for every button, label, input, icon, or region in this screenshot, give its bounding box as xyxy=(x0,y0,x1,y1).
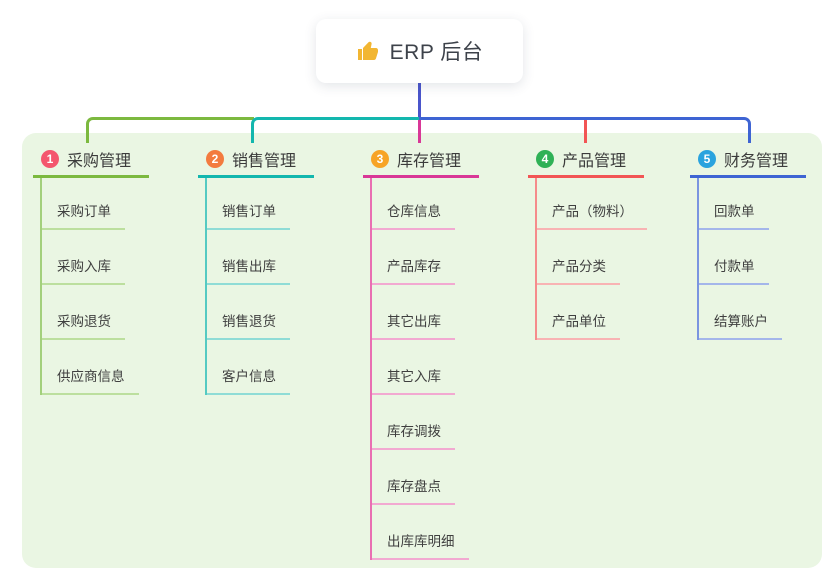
child-label[interactable]: 库存盘点 xyxy=(387,479,441,494)
child-label[interactable]: 结算账户 xyxy=(714,314,768,329)
branch-children: 销售订单 销售出库 销售退货 客户信息 xyxy=(198,178,314,395)
child-label[interactable]: 仓库信息 xyxy=(387,204,441,219)
child-label[interactable]: 采购退货 xyxy=(57,314,111,329)
child-label[interactable]: 销售订单 xyxy=(222,204,276,219)
branch-header-purchase[interactable]: 1 采购管理 xyxy=(33,143,149,178)
child-label[interactable]: 销售出库 xyxy=(222,259,276,274)
thumbs-up-icon xyxy=(357,41,378,60)
branch-header-product[interactable]: 4 产品管理 xyxy=(528,143,644,178)
child-node: 付款单 xyxy=(690,230,806,285)
branch-children: 产品（物料） 产品分类 产品单位 xyxy=(528,178,647,340)
child-node: 销售订单 xyxy=(198,178,314,230)
child-node: 回款单 xyxy=(690,178,806,230)
branch-title: 财务管理 xyxy=(724,153,789,170)
child-node: 其它入库 xyxy=(363,340,479,395)
branch-number-badge: 1 xyxy=(41,150,59,168)
connector-branch-purchase xyxy=(86,117,254,143)
child-label[interactable]: 回款单 xyxy=(714,204,755,219)
child-node: 出库库明细 xyxy=(363,505,479,560)
child-node: 销售出库 xyxy=(198,230,314,285)
connector-root-drop xyxy=(418,83,421,120)
child-label[interactable]: 销售退货 xyxy=(222,314,276,329)
child-node: 客户信息 xyxy=(198,340,314,395)
child-node: 结算账户 xyxy=(690,285,806,340)
connector-branch-product xyxy=(584,120,587,143)
branch-header-sales[interactable]: 2 销售管理 xyxy=(198,143,314,178)
connector-branch-finance xyxy=(419,117,751,143)
child-node: 库存调拨 xyxy=(363,395,479,450)
connector-branch-inventory xyxy=(418,120,421,143)
child-label[interactable]: 采购入库 xyxy=(57,259,111,274)
branch-number-badge: 3 xyxy=(371,150,389,168)
branch-children: 仓库信息 产品库存 其它出库 其它入库 库存调拨 库存盘点 出库库明细 xyxy=(363,178,479,560)
branch-header-inventory[interactable]: 3 库存管理 xyxy=(363,143,479,178)
branch-children: 采购订单 采购入库 采购退货 供应商信息 xyxy=(33,178,149,395)
child-node: 产品（物料） xyxy=(528,178,647,230)
branch-children: 回款单 付款单 结算账户 xyxy=(690,178,806,340)
child-label[interactable]: 产品库存 xyxy=(387,259,441,274)
child-label[interactable]: 库存调拨 xyxy=(387,424,441,439)
child-label[interactable]: 其它入库 xyxy=(387,369,441,384)
child-node: 供应商信息 xyxy=(33,340,149,395)
child-label[interactable]: 产品分类 xyxy=(552,259,606,274)
branch-title: 采购管理 xyxy=(67,153,132,170)
branch-title: 销售管理 xyxy=(232,153,297,170)
branch-sales: 2 销售管理 销售订单 销售出库 销售退货 客户信息 xyxy=(198,143,314,395)
branch-number-badge: 2 xyxy=(206,150,224,168)
child-label[interactable]: 客户信息 xyxy=(222,369,276,384)
child-label[interactable]: 产品单位 xyxy=(552,314,606,329)
root-title: ERP 后台 xyxy=(389,41,484,64)
branch-product: 4 产品管理 产品（物料） 产品分类 产品单位 xyxy=(528,143,647,340)
root-node-erp[interactable]: ERP 后台 xyxy=(316,19,523,83)
child-node: 采购退货 xyxy=(33,285,149,340)
branch-title: 产品管理 xyxy=(562,153,627,170)
child-label[interactable]: 供应商信息 xyxy=(57,369,125,384)
child-node: 采购入库 xyxy=(33,230,149,285)
child-label[interactable]: 付款单 xyxy=(714,259,755,274)
branch-number-badge: 4 xyxy=(536,150,554,168)
child-label[interactable]: 产品（物料） xyxy=(552,204,633,219)
child-label[interactable]: 出库库明细 xyxy=(387,534,455,549)
child-node: 产品单位 xyxy=(528,285,644,340)
child-label[interactable]: 采购订单 xyxy=(57,204,111,219)
child-node: 销售退货 xyxy=(198,285,314,340)
child-node: 产品库存 xyxy=(363,230,479,285)
branch-number-badge: 5 xyxy=(698,150,716,168)
child-node: 其它出库 xyxy=(363,285,479,340)
connector-branch-sales xyxy=(251,117,419,143)
child-node: 产品分类 xyxy=(528,230,644,285)
mindmap-panel xyxy=(22,133,822,568)
child-node: 采购订单 xyxy=(33,178,149,230)
branch-header-finance[interactable]: 5 财务管理 xyxy=(690,143,806,178)
child-node: 库存盘点 xyxy=(363,450,479,505)
branch-title: 库存管理 xyxy=(397,153,462,170)
child-label[interactable]: 其它出库 xyxy=(387,314,441,329)
child-node: 仓库信息 xyxy=(363,178,479,230)
branch-inventory: 3 库存管理 仓库信息 产品库存 其它出库 其它入库 库存调拨 库存盘点 出库库… xyxy=(363,143,479,560)
branch-purchase: 1 采购管理 采购订单 采购入库 采购退货 供应商信息 xyxy=(33,143,149,395)
branch-finance: 5 财务管理 回款单 付款单 结算账户 xyxy=(690,143,806,340)
